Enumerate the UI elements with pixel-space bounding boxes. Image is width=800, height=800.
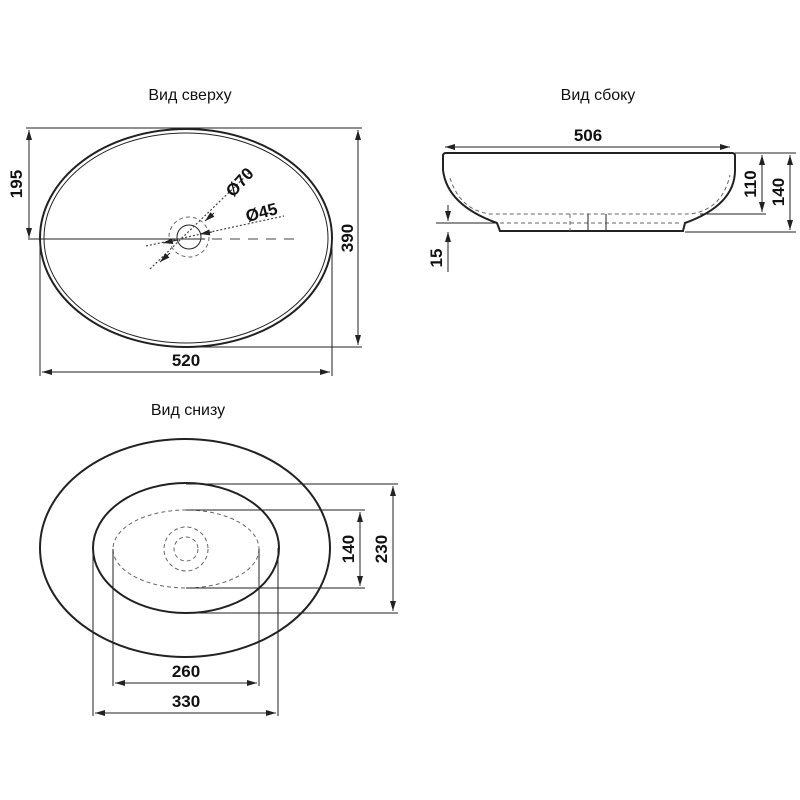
base-inner-outline	[112, 509, 260, 589]
dim-195: 195	[7, 170, 26, 198]
basin-outer-rim	[39, 128, 333, 348]
basin-inner-rim	[43, 132, 329, 344]
leader-45	[145, 215, 285, 247]
dim-15: 15	[427, 249, 446, 268]
dim-506: 506	[574, 126, 602, 145]
dim-diameter-45: Ø45	[244, 199, 280, 226]
basin-side-profile	[442, 152, 736, 232]
drain-inner-circle	[176, 224, 202, 250]
dim-520: 520	[172, 351, 200, 370]
dim-330: 330	[172, 692, 200, 711]
bottom-view: Вид снизу 140 230 260 330	[39, 402, 398, 716]
side-view-title: Вид сбоку	[561, 87, 636, 104]
drain-outer-circle	[168, 216, 210, 258]
dim-260: 260	[172, 662, 200, 681]
drain-outer-circle-bottom	[163, 526, 209, 572]
dim-110: 110	[741, 170, 760, 197]
drain-inner-circle-bottom	[173, 536, 199, 562]
bottom-view-title: Вид снизу	[151, 402, 225, 419]
dim-diameter-70: Ø70	[222, 164, 258, 201]
side-view: Вид сбоку 506 110 140 15	[427, 87, 796, 272]
top-view: Вид сверху 195 390 520 Ø70 Ø45	[7, 87, 362, 376]
basin-inner-profile	[449, 174, 731, 215]
dim-140: 140	[769, 178, 788, 206]
basin-outer-outline	[39, 438, 331, 658]
dim-230: 230	[372, 535, 391, 563]
top-view-title: Вид сверху	[148, 87, 231, 104]
dim-140-bottom: 140	[339, 535, 358, 563]
base-outline	[92, 482, 280, 614]
dim-390: 390	[338, 224, 357, 252]
leader-70	[149, 171, 251, 270]
